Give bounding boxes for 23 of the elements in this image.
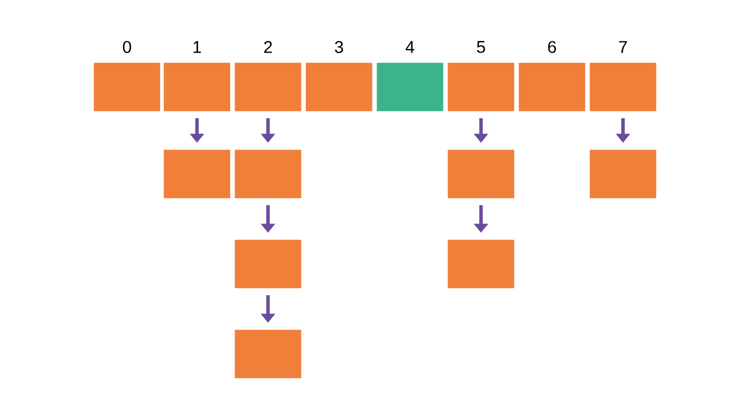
index-label: 7	[619, 41, 627, 53]
bucket-box	[234, 62, 302, 112]
index-label: 0	[122, 40, 132, 54]
index-label: 6	[548, 40, 556, 54]
bucket-box	[306, 62, 372, 112]
bucket-box	[234, 330, 302, 378]
bucket-box	[590, 150, 656, 198]
index-label: 2	[264, 41, 272, 53]
bucket-box	[164, 150, 230, 198]
bucket-box	[518, 62, 586, 112]
bucket-box	[448, 240, 514, 288]
index-label: 3	[334, 40, 343, 54]
index-label: 5	[476, 41, 486, 53]
bucket-box	[448, 150, 514, 198]
bucket-box	[448, 62, 514, 112]
bucket-box	[590, 62, 656, 112]
index-label: 1	[194, 41, 201, 53]
bucket-box	[164, 62, 230, 112]
bucket-box	[234, 240, 302, 288]
bucket-box	[234, 150, 302, 198]
bucket-box	[94, 62, 160, 112]
bucket-box	[376, 62, 444, 112]
index-label: 4	[406, 41, 414, 53]
